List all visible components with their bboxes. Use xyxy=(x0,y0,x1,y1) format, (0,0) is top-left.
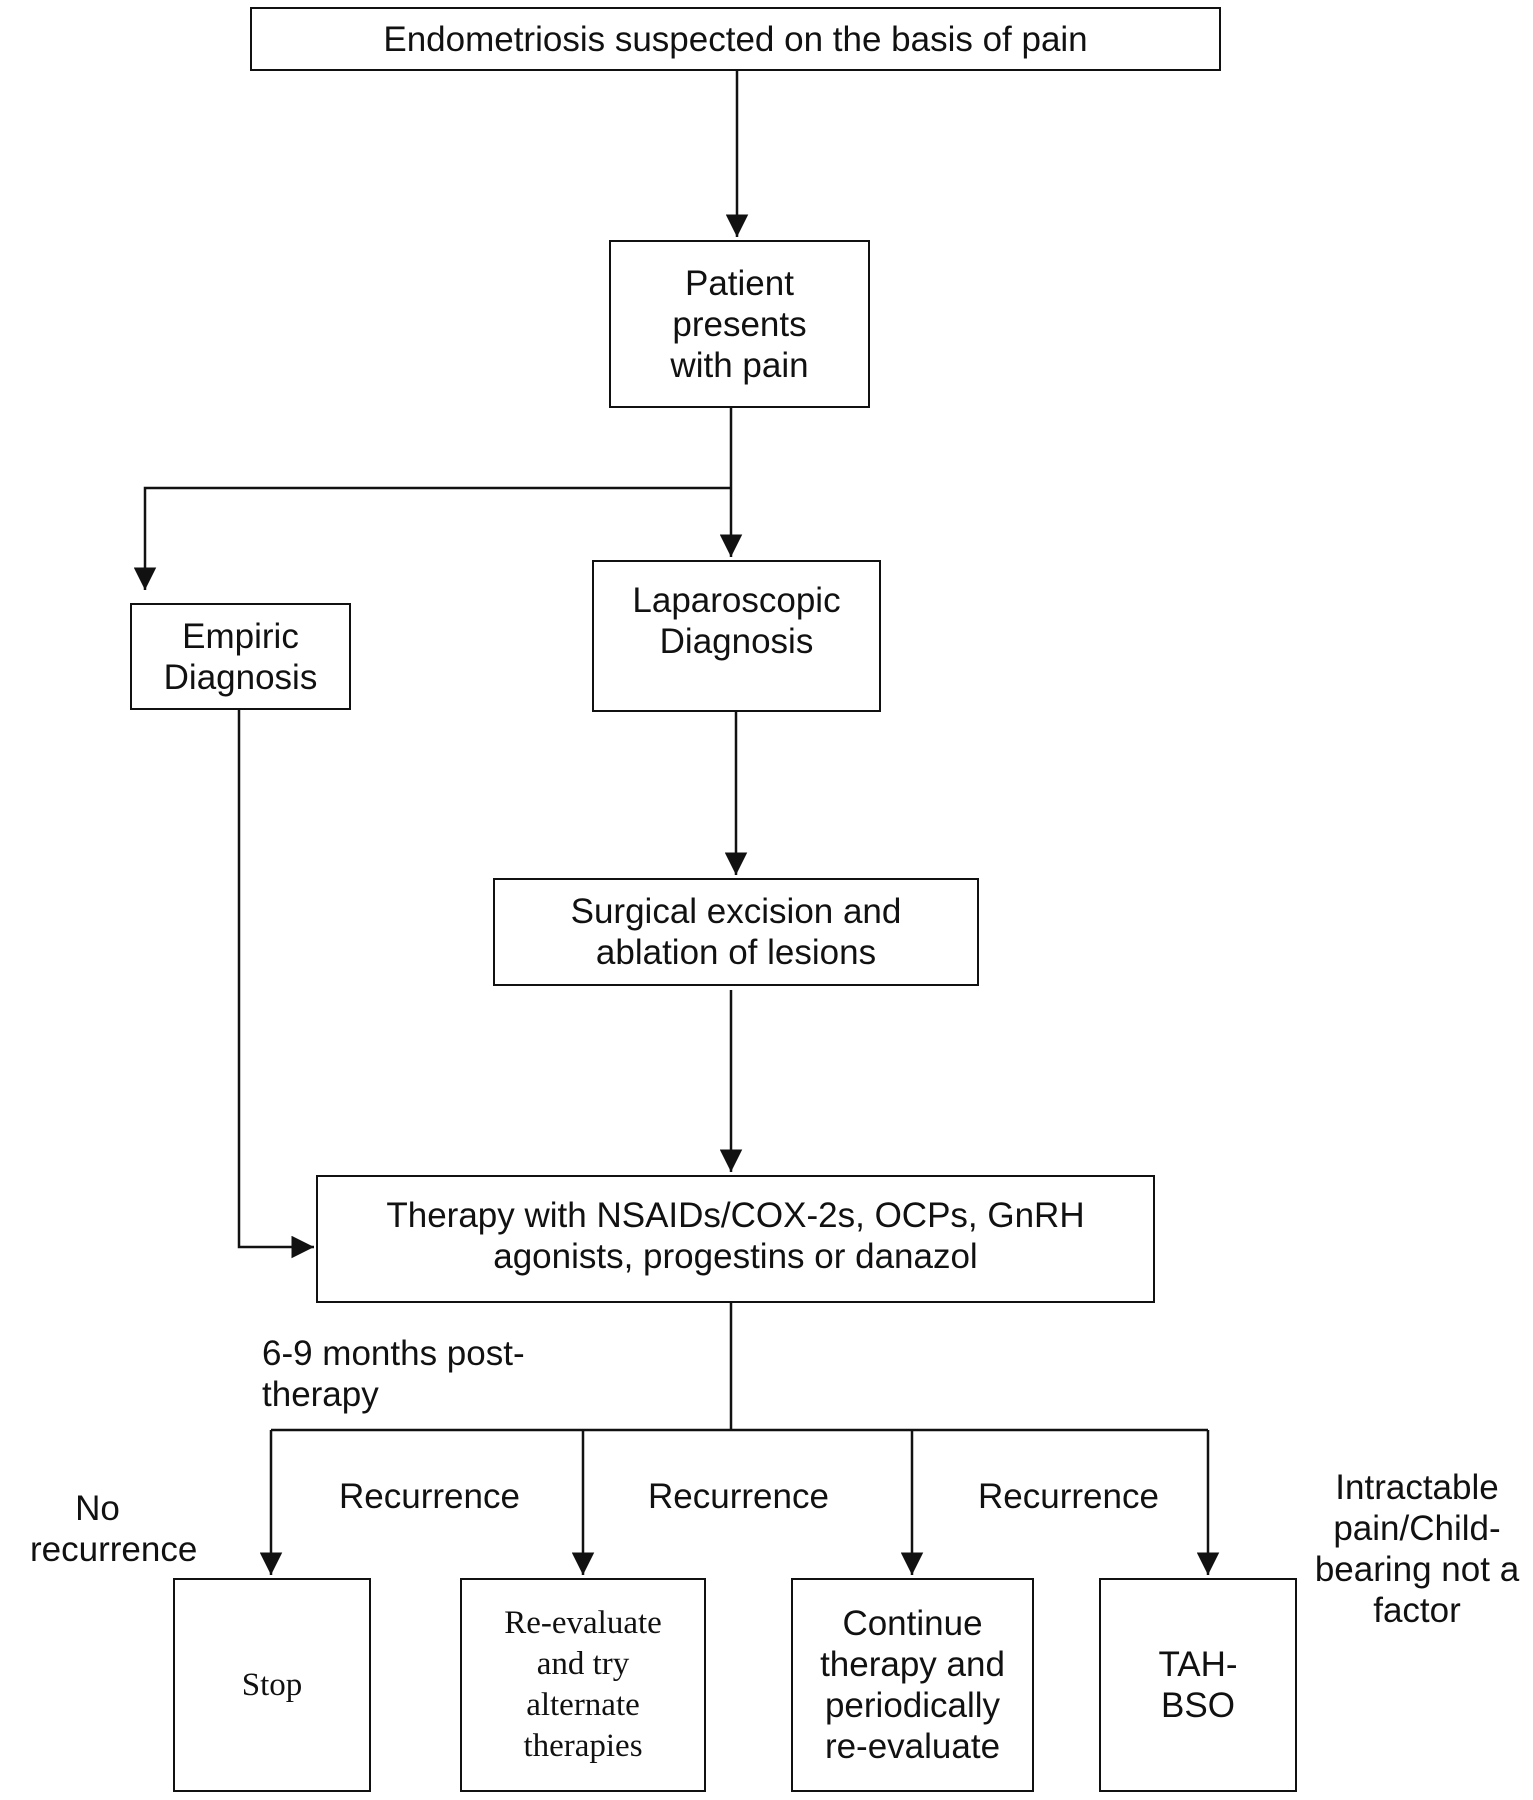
node-surgical-excision: Surgical excision and ablation of lesion… xyxy=(493,878,979,986)
arrow-presents-to-empiric xyxy=(133,486,731,590)
label-recurrence-1: Recurrence xyxy=(339,1477,520,1516)
node-therapy: Therapy with NSAIDs/COX-2s, OCPs, GnRH a… xyxy=(316,1175,1155,1303)
node-reevaluate: Re-evaluate and try alternate therapies xyxy=(460,1578,706,1792)
node-laparoscopic-diagnosis: Laparoscopic Diagnosis xyxy=(592,560,881,712)
node-stop: Stop xyxy=(173,1578,371,1792)
node-continue-therapy: Continue therapy and periodically re-eva… xyxy=(791,1578,1034,1792)
label-recurrence-3: Recurrence xyxy=(978,1477,1159,1516)
node-empiric-diagnosis: Empiric Diagnosis xyxy=(130,603,351,710)
label-no-recurrence: No recurrence xyxy=(30,1489,198,1569)
label-recurrence-2: Recurrence xyxy=(648,1477,829,1516)
label-intractable-pain: Intractable pain/Child- bearing not a fa… xyxy=(1314,1468,1520,1630)
node-endometriosis-suspected: Endometriosis suspected on the basis of … xyxy=(250,7,1221,71)
label-months-post-therapy: 6-9 months post- therapy xyxy=(262,1334,525,1414)
node-tah-bso: TAH- BSO xyxy=(1099,1578,1297,1792)
arrow-empiric-to-therapy xyxy=(237,710,314,1259)
node-patient-presents: Patient presents with pain xyxy=(609,240,870,408)
